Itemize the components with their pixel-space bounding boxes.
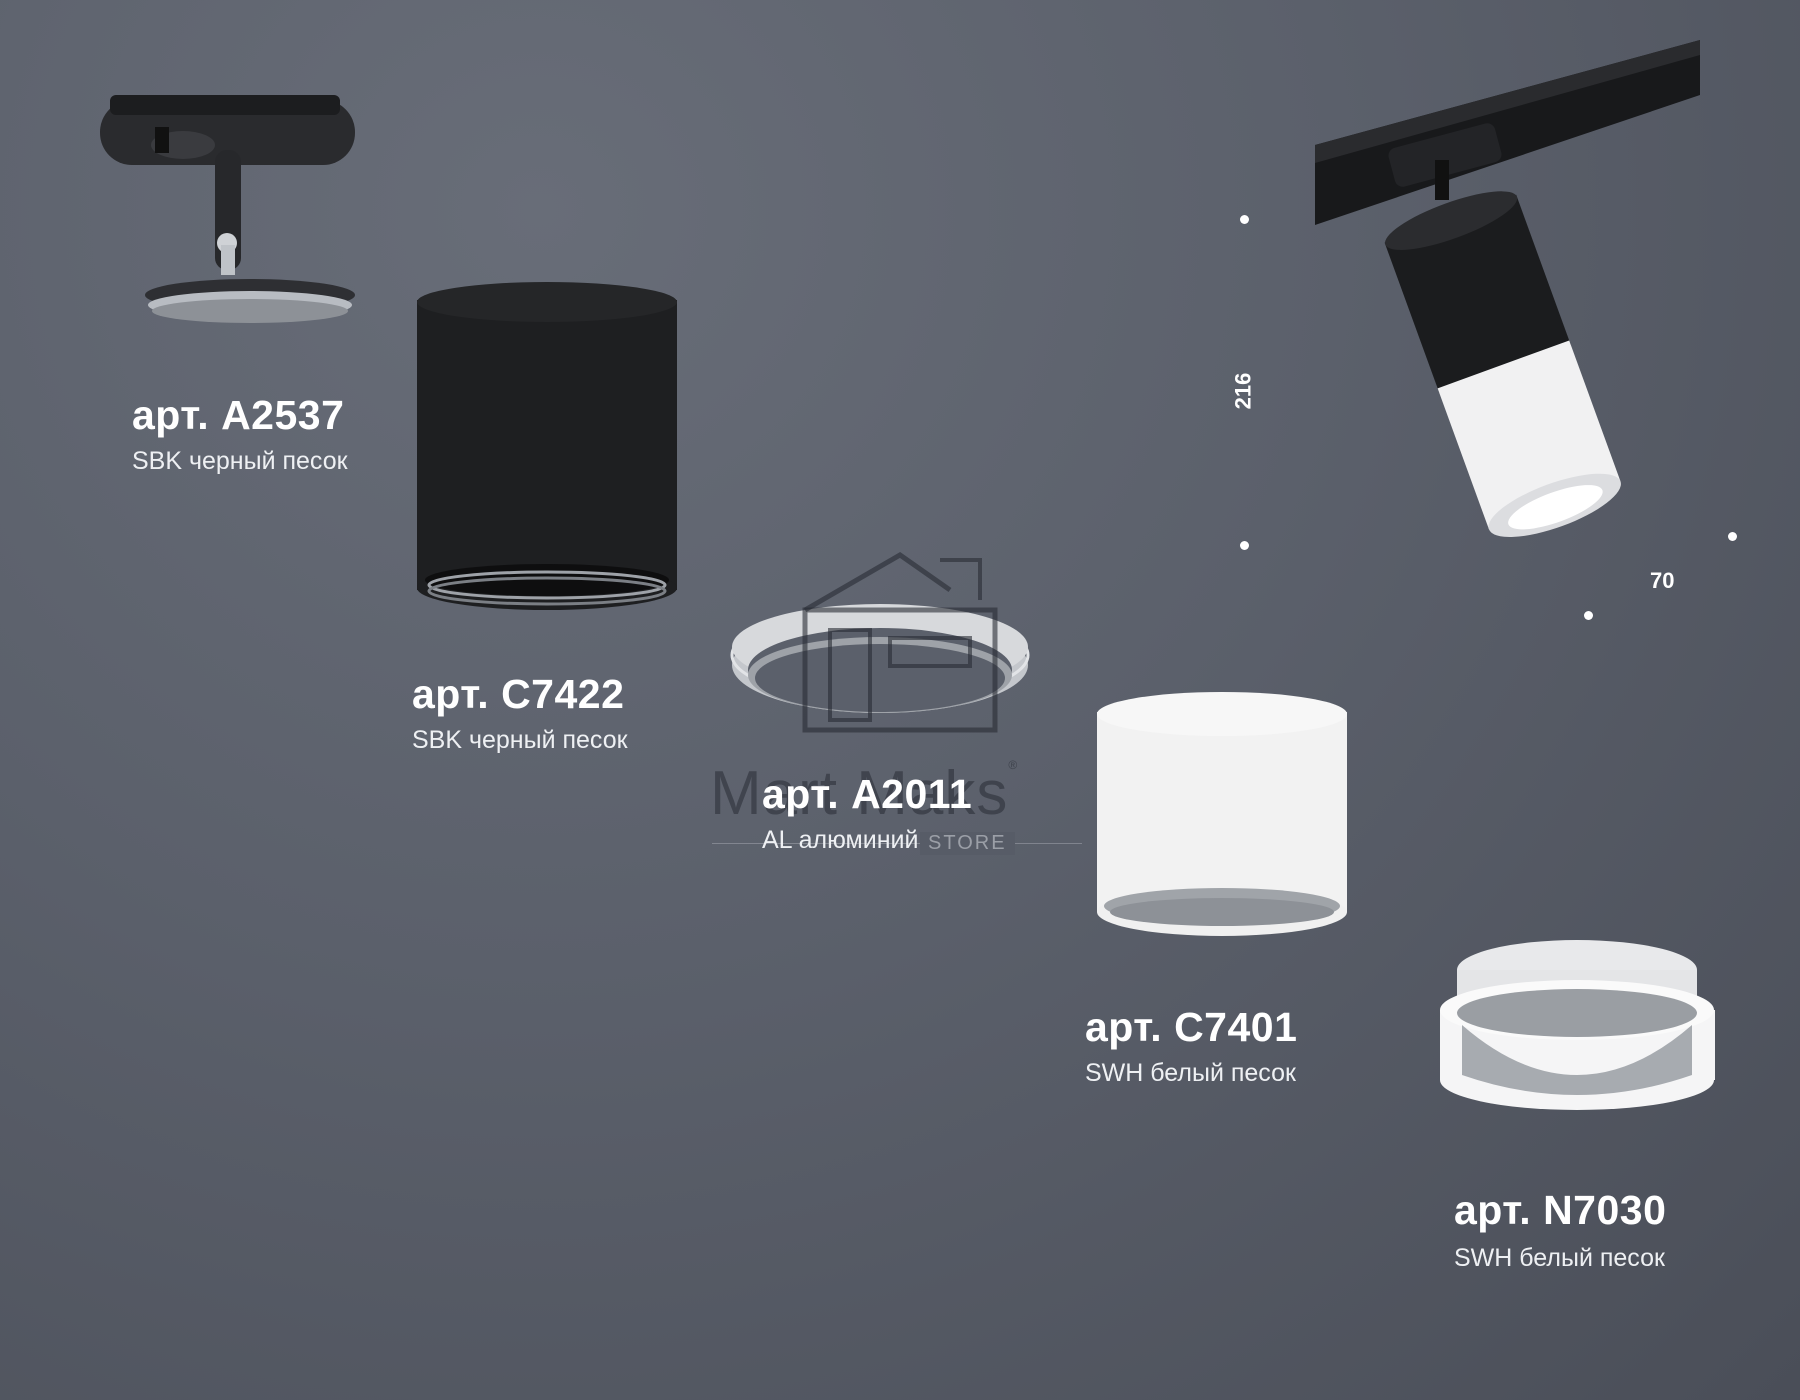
product-a2537: арт. A2537 SBK черный песок (132, 392, 348, 476)
product-desc: AL алюминий (762, 826, 919, 854)
dimension-marker (1240, 215, 1249, 224)
watermark-brand: Mart Maks (710, 759, 1009, 828)
track-adapter-icon (100, 95, 355, 323)
product-art: арт. A2011 (762, 771, 973, 817)
watermark-registered: ® (1008, 758, 1019, 772)
watermark-name: Mart Maks® (710, 758, 1018, 829)
product-art: арт. C7422 (412, 671, 625, 717)
product-a2011: арт. A2011 AL алюминий (762, 771, 972, 855)
product-desc: SBK черный песок (132, 447, 348, 475)
product-c7401: арт. C7401 SWH белый песок (1085, 1004, 1297, 1088)
product-c7422: арт. C7422 SBK черный песок (412, 671, 628, 755)
watermark-sub: STORE (920, 832, 1015, 855)
store-logo-icon (802, 552, 998, 733)
white-cylinder-housing-icon (1097, 692, 1347, 936)
watermark-divider (712, 843, 1082, 844)
product-desc: SWH белый песок (1454, 1244, 1665, 1272)
dimension-marker (1584, 611, 1593, 620)
black-cylinder-housing-icon (417, 282, 677, 610)
white-ring-nozzle-icon (1440, 940, 1715, 1110)
dimension-height: 216 (1230, 372, 1256, 410)
product-art: арт. A2537 (132, 392, 345, 438)
product-art: арт. N7030 (1454, 1187, 1667, 1233)
product-desc: SWH белый песок (1085, 1059, 1296, 1087)
product-art: арт. C7401 (1085, 1004, 1298, 1050)
dimension-marker (1728, 532, 1737, 541)
dimension-marker (1240, 541, 1249, 550)
assembled-track-light-icon (1315, 40, 1700, 537)
product-n7030: арт. N7030 SWH белый песок (1454, 1187, 1666, 1273)
product-desc: SBK черный песок (412, 726, 628, 754)
dimension-width: 70 (1650, 568, 1675, 593)
